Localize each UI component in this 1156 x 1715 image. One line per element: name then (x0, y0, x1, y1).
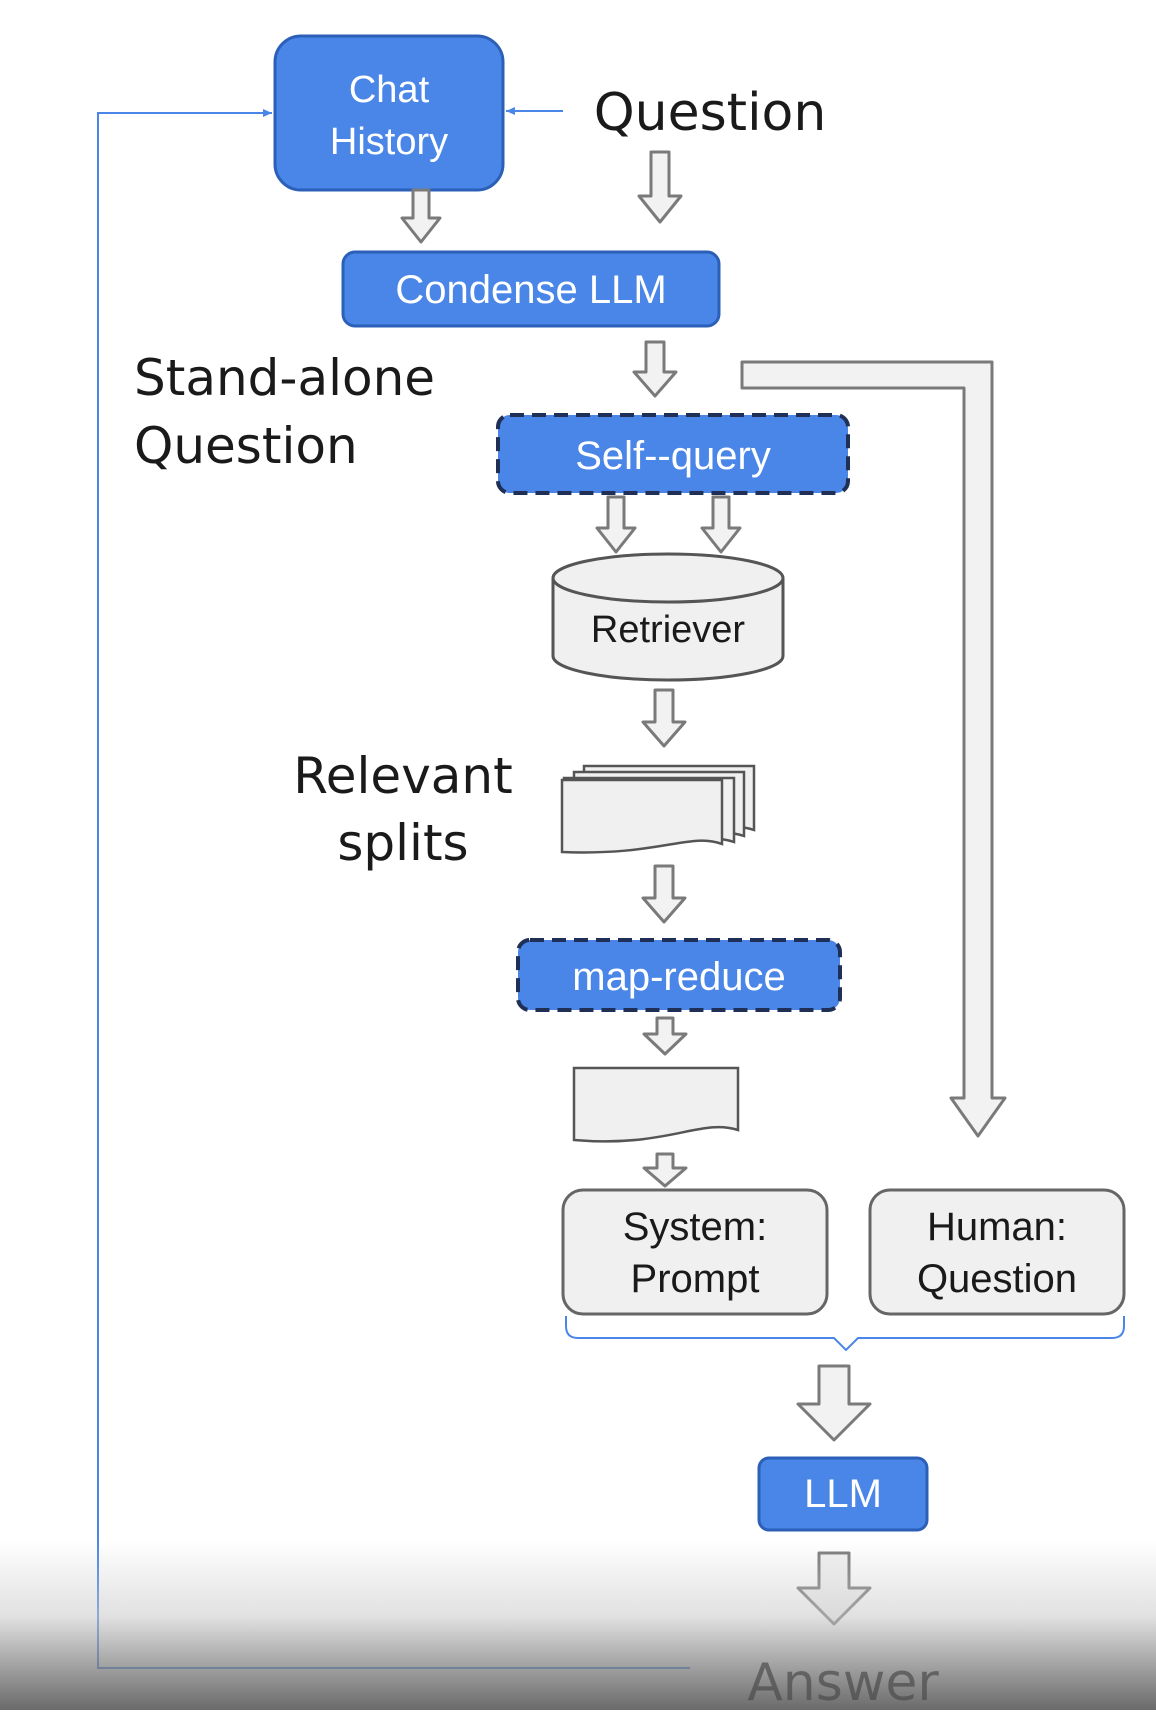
chat-history-box: Chat History (273, 34, 505, 192)
arrow-splits-to-mapreduce (641, 864, 687, 924)
relevant-splits-documents-icon (560, 764, 756, 854)
arrow-brace-to-llm (796, 1364, 872, 1442)
llm-box: LLM (757, 1456, 929, 1532)
self-query-box: Self--query (496, 413, 850, 495)
arrow-doc-to-system (642, 1152, 688, 1188)
arrow-llm-to-answer (796, 1551, 872, 1626)
llm-label: LLM (804, 1472, 882, 1516)
relevant-splits-label-2: splits (337, 814, 468, 872)
condense-llm-label: Condense LLM (395, 268, 666, 312)
retriever-label: Retriever (591, 609, 745, 651)
human-question-label-2: Question (917, 1257, 1077, 1301)
system-prompt-label-1: System: (623, 1205, 767, 1249)
human-question-label-1: Human: (927, 1205, 1067, 1249)
standalone-question-label-2: Question (134, 417, 358, 475)
feedback-loop-line (97, 109, 690, 1669)
condense-llm-box: Condense LLM (341, 250, 721, 328)
arrow-retriever-to-splits (641, 688, 687, 748)
summary-document-icon (572, 1066, 740, 1143)
prompt-grouping-brace (565, 1316, 1125, 1352)
arrow-bypass-to-human (740, 360, 1007, 1138)
system-prompt-label-2: Prompt (631, 1257, 760, 1301)
arrow-question-to-condense (637, 150, 683, 224)
self-query-label: Self--query (575, 434, 771, 478)
system-prompt-box: System: Prompt (561, 1188, 829, 1316)
chat-history-label-1: Chat (349, 69, 430, 111)
arrow-history-to-condense (400, 188, 442, 244)
retriever-cylinder: Retriever (551, 552, 785, 682)
arrow-condense-to-selfquery (632, 340, 678, 398)
relevant-splits-label-1: Relevant (293, 747, 512, 805)
standalone-question-label-1: Stand-alone (134, 349, 435, 407)
chat-history-label-2: History (330, 121, 448, 163)
map-reduce-box: map-reduce (516, 938, 842, 1012)
arrow-selfquery-to-retriever-right (700, 495, 742, 554)
question-label: Question (594, 83, 827, 143)
map-reduce-label: map-reduce (572, 955, 785, 999)
arrow-selfquery-to-retriever-left (595, 495, 637, 554)
human-question-box: Human: Question (868, 1188, 1126, 1316)
answer-label: Answer (747, 1653, 939, 1710)
arrow-mapreduce-to-doc (642, 1016, 688, 1056)
